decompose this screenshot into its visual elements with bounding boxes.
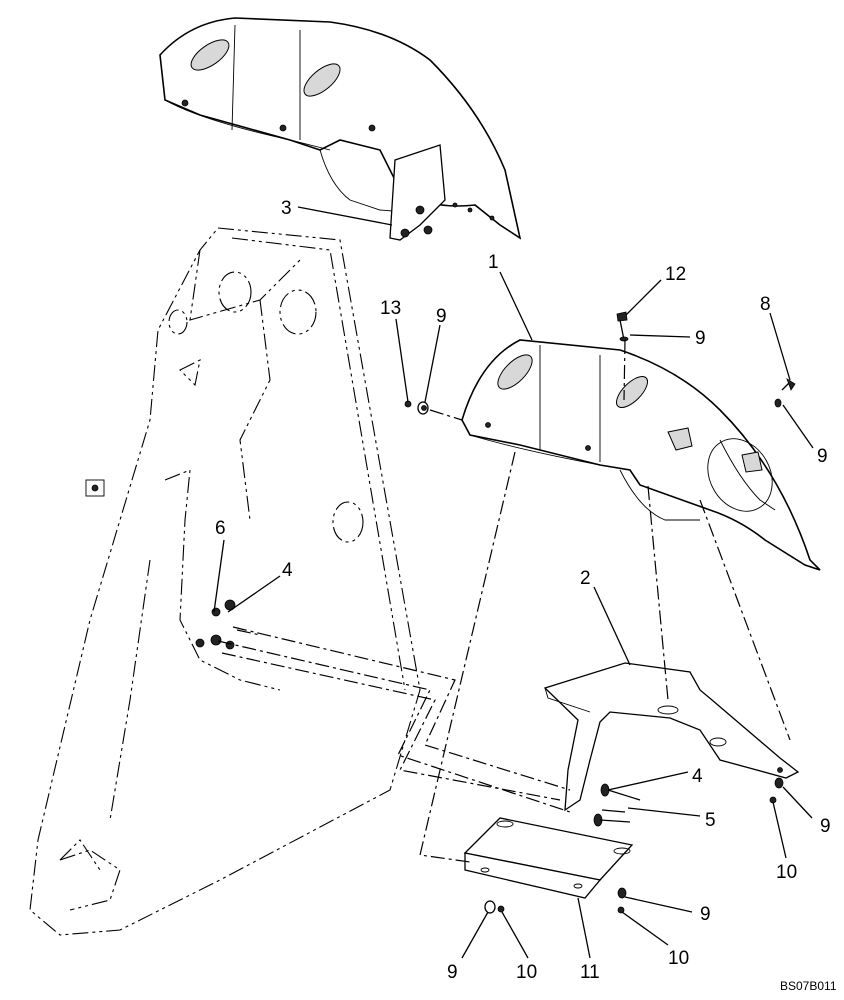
alignment-lines (217, 339, 791, 863)
callout-9-left: 9 (436, 306, 447, 327)
callout-8: 8 (760, 294, 771, 315)
callout-4-upper: 4 (282, 560, 293, 581)
callout-3: 3 (281, 198, 292, 219)
drawing-reference-code: BS07B011 (780, 979, 837, 993)
leader-lines (213, 206, 814, 959)
callout-4-lower: 4 (692, 766, 703, 787)
upper-fender-assembly (159, 17, 522, 241)
callout-11: 11 (580, 962, 600, 983)
callout-10-plate-right: 10 (668, 948, 689, 969)
callout-12: 12 (665, 264, 686, 285)
callout-9-right: 9 (817, 446, 828, 467)
callout-1: 1 (488, 252, 499, 273)
loader-frame-phantom (29, 227, 421, 936)
callout-13: 13 (380, 298, 401, 319)
bracket-exploded (543, 662, 800, 812)
callout-9-bracket: 9 (820, 816, 831, 837)
callout-9-top: 9 (695, 328, 706, 349)
callout-9-plate-right: 9 (700, 904, 711, 925)
callout-10-bracket: 10 (776, 862, 797, 883)
mounting-plate-exploded (463, 817, 634, 899)
callout-9-plate-left: 9 (447, 962, 458, 983)
callout-labels: 1 2 3 4 4 5 6 8 9 9 9 9 9 9 10 10 10 11 … (215, 198, 831, 983)
callout-6: 6 (215, 518, 226, 539)
fender-exploded (461, 339, 821, 571)
callout-2: 2 (580, 568, 591, 589)
callout-10-plate-left: 10 (516, 962, 537, 983)
callout-5: 5 (705, 810, 716, 831)
